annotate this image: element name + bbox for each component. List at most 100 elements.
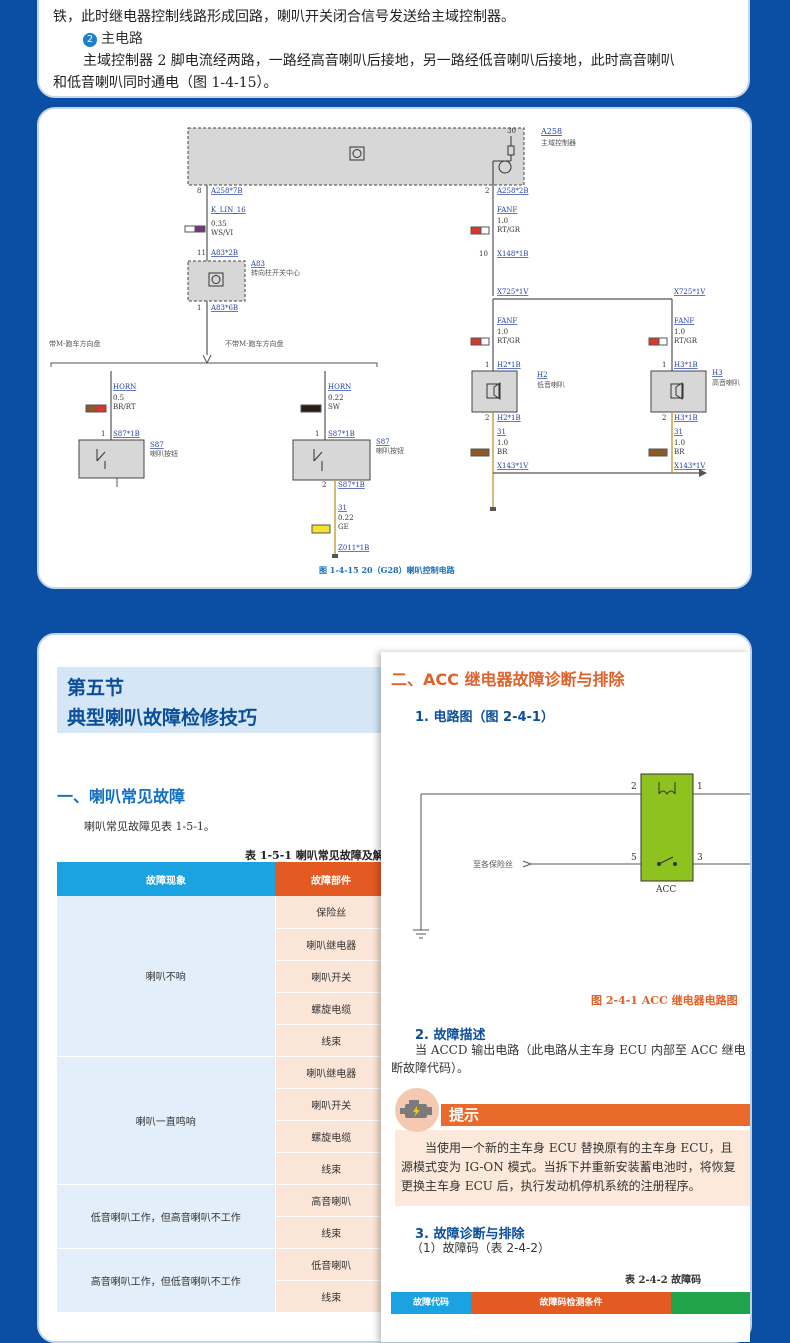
part-cell: 线束: [275, 1280, 387, 1313]
acc-subheading-diagnosis: 3. 故障诊断与排除: [415, 1227, 525, 1242]
wire-spec: 1.0: [497, 439, 508, 447]
symptom-cell: 喇叭不响: [57, 896, 276, 1057]
table-row: 螺旋电缆: [57, 992, 387, 1025]
symptom-cell: 高音喇叭工作，但低音喇叭不工作: [57, 1248, 276, 1313]
part-cell: 喇叭开关: [275, 960, 387, 993]
steering-column-switch-box: [187, 260, 246, 302]
column-header-part: 故障部件: [275, 862, 387, 896]
column-header-condition: 故障码检测条件: [471, 1292, 671, 1314]
connector-label: H2*1B: [497, 414, 521, 422]
connector-label: S87*1B: [113, 430, 140, 438]
acc-relay-page: 二、ACC 继电器故障诊断与排除 1. 电路图（图 2-4-1） 2 1 5 3…: [381, 652, 750, 1342]
acc-subheading-circuit: 1. 电路图（图 2-4-1）: [415, 710, 554, 725]
pin-label: 1: [485, 361, 489, 369]
table-row: 高音喇叭工作，但低音喇叭不工作低音喇叭: [57, 1248, 387, 1313]
paragraph-line: 更换主车身 ECU 后，执行发动机停机系统的注册程序。: [401, 1179, 701, 1193]
part-cell: 线束: [275, 1216, 387, 1249]
pin-label: 2: [631, 782, 637, 792]
symptom-cell: 低音喇叭工作，但高音喇叭不工作: [57, 1184, 276, 1249]
wire-color-swatch: [470, 226, 482, 235]
part-cell: 线束: [275, 1024, 387, 1057]
paragraph-line: 源模式变为 IG-ON 模式。当拆下并重新安装蓄电池时，将恢复: [401, 1160, 736, 1174]
wire-color-code: RT/GR: [497, 337, 521, 345]
label-h3: H3: [712, 369, 723, 377]
wire-color-code: RT/GR: [497, 226, 521, 234]
connector-label: H2*1B: [497, 361, 521, 369]
part-cell: 高音喇叭: [275, 1184, 387, 1217]
subheading-label: 主电路: [101, 31, 143, 47]
wire-color-code: BR/RT: [113, 403, 136, 411]
wire-spec: 0.22: [338, 514, 354, 522]
paragraph-line: 主域控制器 2 脚电流经两路，一路经高音喇叭后接地，另一路经低音喇叭后接地，此时…: [83, 53, 675, 69]
column-header-extra: [671, 1292, 750, 1314]
number-badge: 2: [83, 33, 97, 47]
wire-label: FANF: [497, 317, 517, 325]
section-title-box: 第五节 典型喇叭故障检修技巧: [57, 667, 387, 733]
part-cell: 螺旋电缆: [275, 1120, 387, 1153]
faults-intro: 喇叭常见故障见表 1-5-1。: [84, 820, 215, 833]
module-symbol-icon: [352, 149, 362, 158]
relay-contact-icon: [673, 862, 677, 866]
faults-heading: 一、喇叭常见故障: [57, 787, 186, 806]
pin-label: 30: [507, 127, 516, 135]
engine-icon: [395, 1088, 439, 1132]
branch-label: 带M-跑车方向盘: [49, 339, 101, 348]
part-cell: 喇叭继电器: [275, 1056, 387, 1089]
label-s87: S87: [376, 438, 390, 446]
label-a258-desc: 主域控制器: [541, 138, 576, 147]
subheading-main-circuit: 2 主电路: [83, 28, 143, 50]
code-table-title: 表 2-4-2 故障码: [625, 1275, 702, 1286]
wire-label: FANF: [497, 206, 517, 214]
pin-label: 3: [697, 853, 703, 863]
tip-box: [395, 1130, 750, 1206]
connector-label: A258*2B: [496, 187, 529, 195]
acc-heading: 二、ACC 继电器故障诊断与排除: [391, 670, 625, 689]
wire-spec: 0.35: [211, 220, 227, 228]
horn-button-left: [78, 439, 145, 479]
wire-color-code: GE: [338, 523, 349, 531]
connector-label: A258*7B: [210, 187, 243, 195]
part-cell: 保险丝: [275, 896, 387, 929]
pin-label: 2: [662, 414, 666, 422]
paragraph-line: 和低音喇叭同时通电（图 1-4-15）。: [53, 75, 278, 91]
wire-color-swatch: [311, 524, 331, 534]
wire-spec: 0.22: [328, 394, 344, 402]
horn-wiring-diagram: A258 主域控制器 30 8 A258*7B K_LIN_16 0.35 WS…: [49, 127, 740, 575]
pin-label: 1: [697, 782, 703, 792]
wire-color-code: BR: [674, 448, 685, 456]
fuse-label: 至各保险丝: [473, 859, 513, 869]
wire-color-swatch: [470, 337, 482, 346]
wire-label: 31: [338, 504, 347, 512]
table-row: 线束: [57, 1152, 387, 1185]
label-s87-desc: 喇叭按钮: [150, 449, 178, 458]
pin-label: 1: [662, 361, 666, 369]
acc-subheading-description: 2. 故障描述: [415, 1028, 486, 1043]
wire-spec: 1.0: [674, 328, 685, 336]
acc-relay-circuit-diagram: 2 1 5 3 至各保险丝 ACC: [413, 773, 750, 939]
column-header-symptom: 故障现象: [57, 862, 275, 896]
label-a83: A83: [250, 260, 265, 268]
relay-label: ACC: [655, 885, 676, 895]
part-cell: 线束: [275, 1152, 387, 1185]
pin-label: 11: [197, 249, 206, 257]
label-a83-desc: 转向柱开关中心: [251, 268, 300, 277]
speaker-icon: [670, 383, 684, 399]
paragraph-line: 当使用一个新的主车身 ECU 替换原有的主车身 ECU，且: [425, 1141, 733, 1155]
horn-button-right: [292, 439, 371, 481]
wire-color-swatch: [300, 404, 322, 413]
label-a258: A258: [540, 127, 562, 136]
wire-label: 31: [674, 428, 683, 436]
faults-table: 故障现象 故障部件 喇叭不响保险丝 喇叭继电器 喇叭开关 螺旋电缆 线束 喇叭一…: [57, 862, 387, 1313]
label-h3-desc: 高音喇叭: [712, 378, 740, 387]
faults-table-title: 表 1-5-1 喇叭常见故障及解: [245, 849, 384, 862]
connector-label: H3*1B: [674, 361, 698, 369]
relay-coil-icon: [658, 790, 676, 795]
acc-relay-box: [640, 773, 694, 882]
connector-label: H3*1B: [674, 414, 698, 422]
table-header-row: 故障现象 故障部件: [57, 862, 387, 896]
wire-color-swatch: [470, 448, 490, 457]
pin-label: 10: [479, 250, 488, 258]
connector-label: S87*1B: [338, 481, 365, 489]
connector-label: S87*1B: [328, 430, 355, 438]
code-table-header: 故障代码 故障码检测条件: [391, 1292, 750, 1314]
